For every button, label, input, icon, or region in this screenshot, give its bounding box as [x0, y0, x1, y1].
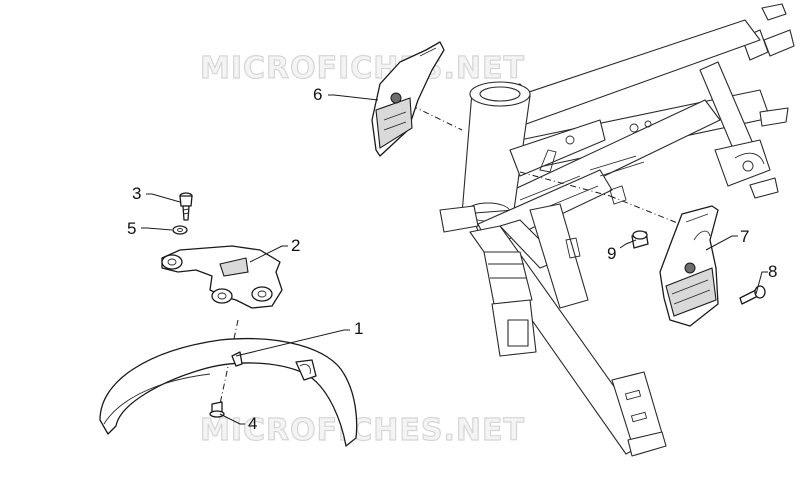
leader-4: [219, 413, 245, 425]
leader-5: [141, 227, 173, 231]
watermark-bottom: MICROFICHES.NET: [200, 413, 525, 448]
screw: [179, 192, 193, 221]
leader-2: [249, 245, 288, 263]
callout-3[interactable]: 3: [132, 184, 141, 203]
callout-6[interactable]: 6: [313, 85, 322, 104]
spacer: [631, 230, 649, 249]
screw-mudguard: [209, 401, 225, 418]
leader-6: [328, 94, 379, 101]
watermark-top: MICROFICHES.NET: [200, 51, 525, 86]
leader-1: [235, 329, 350, 357]
leader-9: [619, 239, 637, 249]
washer: [172, 225, 188, 235]
leader-8: [755, 271, 768, 295]
screw-right: [739, 285, 766, 305]
right-frame-cover: [659, 205, 719, 327]
alignment-line-9: [609, 195, 691, 229]
alignment-line-6: [399, 99, 463, 131]
leader-7: [705, 235, 738, 251]
left-frame-cover: [371, 41, 445, 157]
leader-3: [146, 193, 181, 203]
callout-9[interactable]: 9: [607, 244, 616, 263]
callout-7[interactable]: 7: [740, 227, 749, 246]
leader-lines: [141, 94, 768, 425]
callout-2[interactable]: 2: [291, 236, 300, 255]
frame: [439, 3, 795, 457]
callout-4[interactable]: 4: [248, 414, 257, 433]
alignment-line-7: [519, 171, 611, 197]
callout-1[interactable]: 1: [354, 319, 363, 338]
callout-8[interactable]: 8: [768, 262, 777, 281]
callout-5[interactable]: 5: [127, 219, 136, 238]
